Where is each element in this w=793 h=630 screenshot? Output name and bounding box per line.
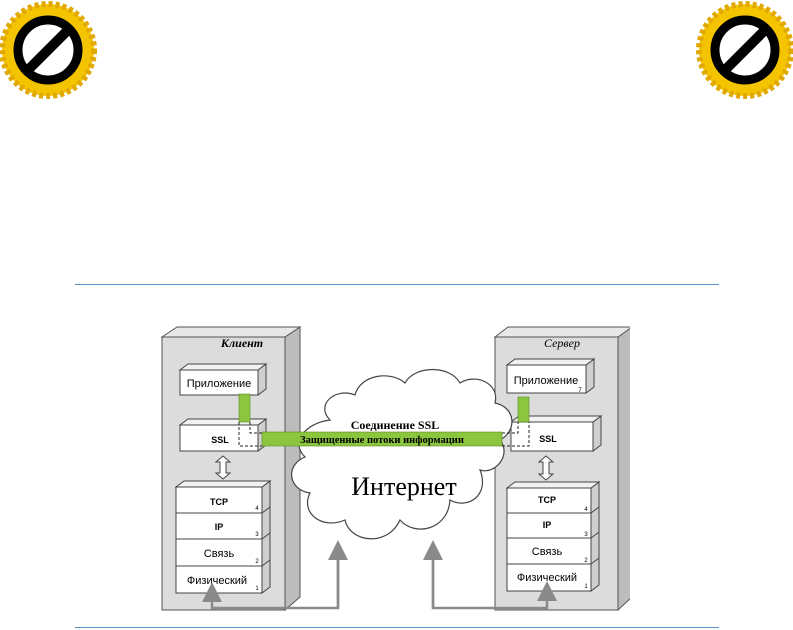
server-stack-tcp-num: 4: [584, 507, 588, 513]
client-application-label: Приложение: [187, 378, 252, 390]
secure-streams-label: Защищенные потоки информации: [300, 435, 464, 446]
client-title: Клиент: [220, 336, 263, 350]
secure-tunnel: Защищенные потоки информации: [238, 393, 530, 447]
client-stack-ip: IP: [215, 522, 224, 532]
server-stack-link-num: 2: [584, 558, 588, 564]
server-stack-ip: IP: [543, 520, 552, 530]
client-stack-link: Связь: [204, 548, 235, 560]
client-ssl-label: SSL: [211, 435, 229, 445]
client-stack-tcp-num: 4: [255, 506, 259, 512]
server-ssl-box: SSL: [509, 415, 603, 452]
top-divider: [75, 284, 719, 285]
client-stack-tcp: TCP: [210, 497, 228, 507]
prohibited-sign-icon: [0, 1, 97, 99]
physical-link: [202, 540, 557, 610]
server-stack: TCP 4 IP 3 Связь 2 Физический 1: [505, 481, 601, 592]
ssl-connection-label: Соединение SSL: [351, 418, 440, 432]
server-stack-physical: Физический: [517, 572, 577, 584]
server-panel: Сервер Приложение 7 SSL: [493, 326, 630, 612]
server-ssl-tcp-arrow: [537, 455, 555, 481]
server-stack-link: Связь: [532, 546, 563, 558]
prohibited-sign-icon: [696, 1, 793, 99]
badge-gear: [0, 1, 97, 99]
internet-cloud: Интернет Соединение SSL: [291, 369, 513, 540]
client-stack-link-num: 2: [255, 559, 259, 565]
ssl-diagram: Клиент Приложение SSL: [160, 326, 630, 612]
server-application-box: Приложение 7: [505, 358, 596, 394]
server-ssl-label: SSL: [539, 434, 557, 444]
client-panel: Клиент Приложение SSL: [160, 326, 302, 612]
server-stack-tcp: TCP: [538, 495, 556, 505]
client-stack: TCP 4 IP 3 Связь 2 Физический 1: [174, 480, 272, 594]
server-stack-ip-num: 3: [584, 532, 588, 538]
client-stack-ip-num: 3: [255, 532, 259, 538]
client-application-box: Приложение: [178, 363, 268, 396]
server-application-label: Приложение: [514, 375, 579, 387]
server-stack-physical-num: 1: [584, 584, 588, 590]
internet-label: Интернет: [351, 472, 456, 501]
bottom-divider: [75, 627, 719, 628]
client-ssl-box: SSL: [178, 418, 268, 452]
server-application-num: 7: [578, 388, 582, 394]
badge-gear: [696, 1, 793, 99]
client-ssl-tcp-arrow: [214, 455, 232, 480]
client-stack-physical: Физический: [187, 575, 247, 587]
server-title: Сервер: [544, 336, 580, 350]
client-stack-physical-num: 1: [255, 586, 259, 592]
